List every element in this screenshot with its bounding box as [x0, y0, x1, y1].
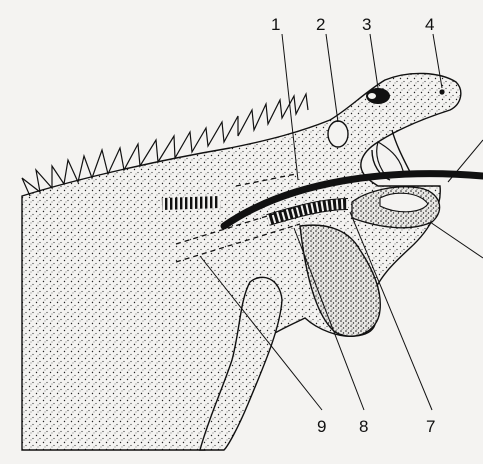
- label-4: 4: [425, 15, 434, 34]
- leader-2: [326, 34, 338, 122]
- eye-highlight: [368, 93, 376, 99]
- lower-jaw: [377, 142, 404, 176]
- label-1: 1: [271, 15, 280, 34]
- trachea-posterior: [162, 202, 220, 204]
- label-9: 9: [317, 417, 326, 436]
- label-2: 2: [316, 15, 325, 34]
- label-3: 3: [362, 15, 371, 34]
- label-8: 8: [359, 417, 368, 436]
- tympanum: [328, 121, 348, 147]
- label-7: 7: [426, 417, 435, 436]
- leader-3: [370, 34, 378, 88]
- leader-right-bottom: [430, 222, 483, 258]
- nostril: [439, 89, 444, 94]
